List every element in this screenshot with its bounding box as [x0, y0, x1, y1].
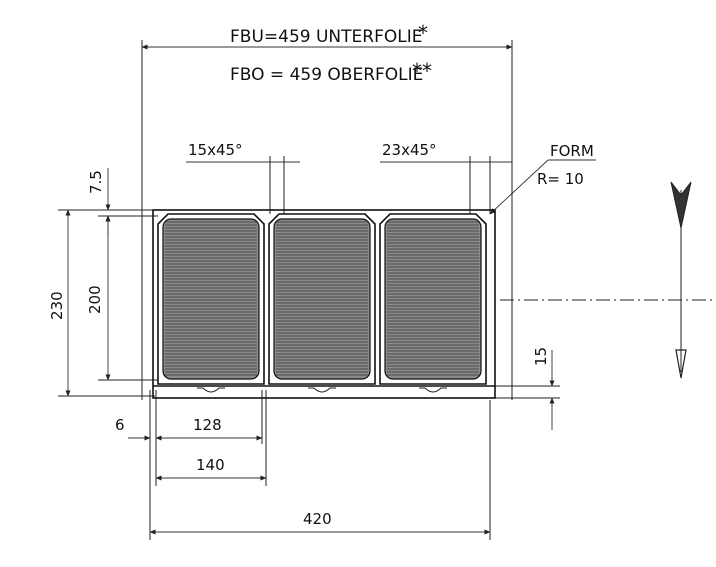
dim-7-5-label: 7.5 [87, 170, 105, 194]
radius-label: R= 10 [537, 170, 584, 188]
dim-128-label: 128 [193, 416, 222, 434]
form-leader-arrow [489, 159, 549, 215]
dim-200-label: 200 [86, 285, 104, 314]
tray-outline [152, 209, 496, 399]
note-unterfolie: FBU=459 UNTERFOLIE [230, 27, 422, 47]
chamfer-small-label: 15x45° [188, 141, 243, 159]
dim-6-label: 6 [115, 416, 125, 434]
cavity [157, 213, 265, 393]
chamfer-large-label: 23x45° [382, 141, 437, 159]
cavity [268, 213, 376, 393]
form-label: FORM [550, 142, 594, 160]
note-oberfolie: FBO = 459 OBERFOLIE [230, 65, 423, 85]
dim-140-label: 140 [196, 456, 225, 474]
dim-15-label: 15 [532, 347, 550, 366]
feed-direction-arrow [670, 181, 692, 379]
dim-420-label: 420 [303, 510, 332, 528]
note-oberfolie-mark: ** [412, 59, 432, 83]
note-unterfolie-mark: * [418, 21, 428, 45]
dim-230-label: 230 [48, 291, 66, 320]
cavities [157, 213, 487, 393]
cavity [379, 213, 487, 393]
